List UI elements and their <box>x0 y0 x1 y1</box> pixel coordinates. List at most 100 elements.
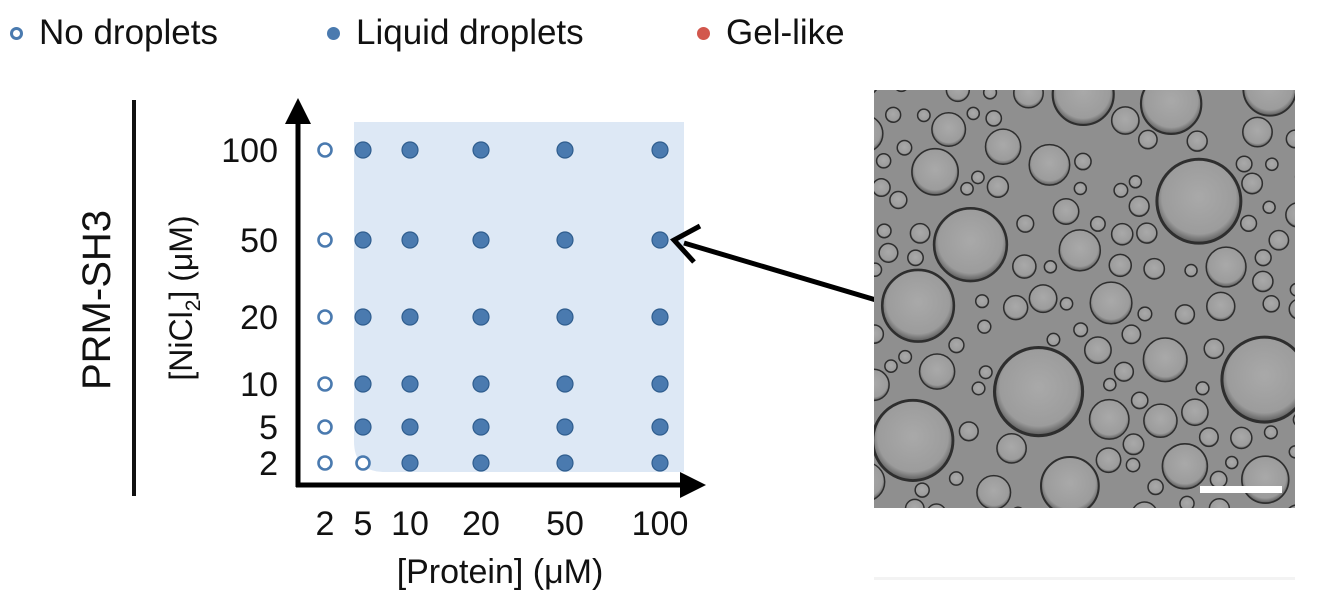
data-point-liquid-droplets <box>651 418 669 436</box>
droplet <box>1128 195 1150 217</box>
data-point-no-droplets <box>317 455 333 471</box>
droplet <box>931 111 967 148</box>
droplet <box>945 90 971 103</box>
droplet <box>1058 229 1102 272</box>
droplet <box>1208 497 1231 508</box>
droplet <box>1203 338 1225 360</box>
y-axis-label: [NiCl2] (μM) <box>163 215 205 380</box>
droplet <box>1028 284 1058 314</box>
droplet <box>1059 296 1074 311</box>
droplet <box>932 206 1009 283</box>
droplet <box>1108 253 1133 278</box>
data-point-no-droplets <box>317 142 333 158</box>
droplet <box>1285 202 1295 228</box>
droplet <box>874 262 883 278</box>
liquid-region <box>354 122 684 472</box>
data-point-liquid-droplets <box>472 231 490 249</box>
droplet <box>1089 281 1133 325</box>
data-point-liquid-droplets <box>556 141 574 159</box>
divider-strip <box>874 577 1295 580</box>
droplet <box>1013 506 1023 508</box>
droplet <box>1002 294 1029 321</box>
data-point-liquid-droplets <box>354 231 372 249</box>
droplet <box>1288 445 1295 459</box>
droplet <box>889 190 908 210</box>
droplet <box>966 106 981 121</box>
droplet <box>1016 214 1035 233</box>
droplet <box>1137 306 1153 322</box>
data-point-liquid-droplets <box>401 418 419 436</box>
data-point-liquid-droplets <box>556 231 574 249</box>
droplet <box>1073 322 1089 338</box>
x-tick-label: 50 <box>546 505 584 543</box>
droplet <box>1110 222 1134 246</box>
droplet <box>971 170 985 185</box>
droplet <box>1288 504 1295 508</box>
y-tick-label: 20 <box>240 299 278 337</box>
legend-label: No droplets <box>39 13 218 52</box>
annotation-arrowhead <box>669 223 702 264</box>
droplet <box>971 381 986 396</box>
micrograph-image <box>874 90 1295 508</box>
droplet <box>948 336 965 354</box>
data-point-liquid-droplets <box>556 454 574 472</box>
droplet <box>1088 398 1130 440</box>
droplet <box>1265 157 1279 172</box>
droplet <box>1206 291 1236 322</box>
droplet <box>895 90 907 93</box>
droplet <box>1132 501 1157 508</box>
x-tick-label: 20 <box>462 505 500 543</box>
droplet <box>927 503 946 508</box>
droplet <box>1143 403 1178 439</box>
droplet <box>1051 90 1115 126</box>
data-point-liquid-droplets <box>472 375 490 393</box>
data-point-liquid-droplets <box>354 141 372 159</box>
data-point-liquid-droplets <box>401 141 419 159</box>
y-tick-label: 100 <box>221 132 278 170</box>
x-tick-label: 10 <box>391 505 429 543</box>
droplet <box>1095 447 1122 474</box>
data-point-liquid-droplets <box>651 231 669 249</box>
droplet <box>874 177 891 198</box>
data-point-liquid-droplets <box>651 308 669 326</box>
droplet <box>1240 455 1290 504</box>
droplet <box>904 498 925 508</box>
droplet <box>1043 260 1058 274</box>
droplet <box>884 106 902 124</box>
scale-bar <box>1200 486 1282 493</box>
data-point-liquid-droplets <box>556 418 574 436</box>
droplet <box>1262 295 1281 313</box>
data-point-liquid-droplets <box>651 375 669 393</box>
data-point-liquid-droplets <box>401 231 419 249</box>
droplet <box>982 90 998 100</box>
data-point-liquid-droplets <box>472 454 490 472</box>
droplet <box>1125 457 1141 473</box>
droplet <box>1289 282 1295 297</box>
droplet <box>960 181 974 196</box>
droplet <box>909 222 931 244</box>
droplet <box>1254 249 1272 267</box>
droplet <box>974 294 990 309</box>
droplet <box>896 139 913 156</box>
droplets-micrograph <box>874 90 1295 508</box>
droplet <box>1288 299 1295 320</box>
data-point-liquid-droplets <box>472 308 490 326</box>
droplet <box>874 117 884 151</box>
data-point-liquid-droplets <box>401 375 419 393</box>
droplet <box>1139 90 1203 135</box>
droplet <box>1285 129 1295 149</box>
droplet <box>1013 90 1044 109</box>
y-tick-label: 2 <box>259 445 278 483</box>
data-point-liquid-droplets <box>472 418 490 436</box>
droplet <box>1292 414 1295 426</box>
droplet <box>1102 377 1117 392</box>
droplet <box>875 153 892 169</box>
droplet <box>976 474 1012 508</box>
x-tick-label: 100 <box>632 505 689 543</box>
droplet <box>1268 229 1290 251</box>
construct-label: PRM-SH3 <box>75 210 119 390</box>
x-axis-label: [Protein] (μM) <box>397 553 604 591</box>
droplet <box>1262 200 1276 215</box>
droplet <box>1241 172 1264 195</box>
data-point-liquid-droplets <box>354 418 372 436</box>
